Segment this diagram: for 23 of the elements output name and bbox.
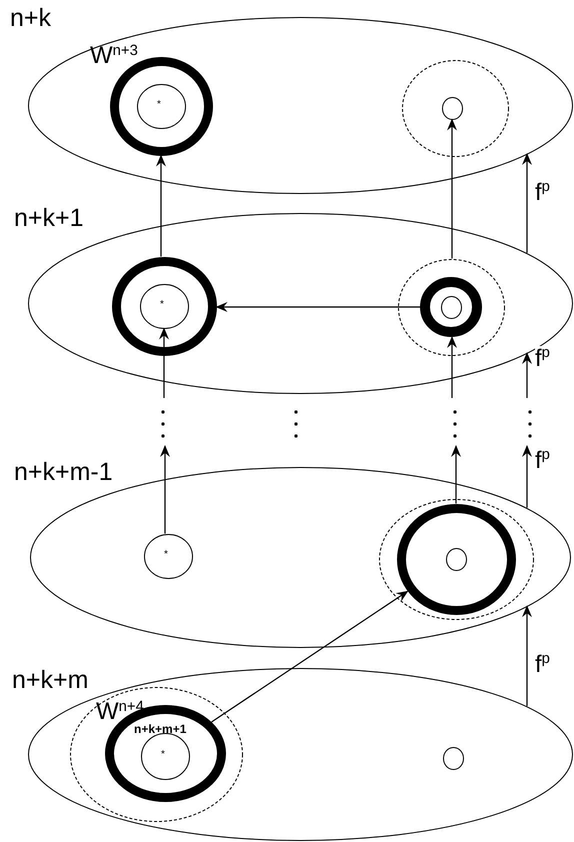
- fixed-point-mark: *: [160, 300, 164, 310]
- level-label: n+k: [10, 6, 52, 31]
- fixed-point-mark: *: [157, 100, 161, 110]
- level-label: n+k+m-1: [14, 460, 113, 485]
- arrow: [447, 336, 457, 398]
- fixed-point-mark: *: [164, 550, 168, 560]
- level-label: n+k+1: [14, 206, 84, 231]
- arrow: [447, 118, 457, 258]
- arrow: [216, 302, 420, 312]
- arrow: [159, 328, 169, 398]
- arrow: [522, 605, 532, 706]
- set-label: W$^{n+4}$: [96, 700, 144, 724]
- arrow: [156, 154, 166, 257]
- arrow: [522, 152, 532, 253]
- set-label: W$^{n+3}$: [90, 44, 138, 68]
- arrow: [211, 590, 408, 722]
- arrow: [522, 352, 532, 398]
- fixed-point-mark: *: [161, 750, 165, 760]
- index-label: n+k+m+1: [134, 723, 186, 735]
- arrow: [160, 445, 170, 534]
- arrow: [451, 445, 461, 504]
- arrow: [522, 445, 532, 508]
- level-label: n+k+m: [12, 668, 88, 693]
